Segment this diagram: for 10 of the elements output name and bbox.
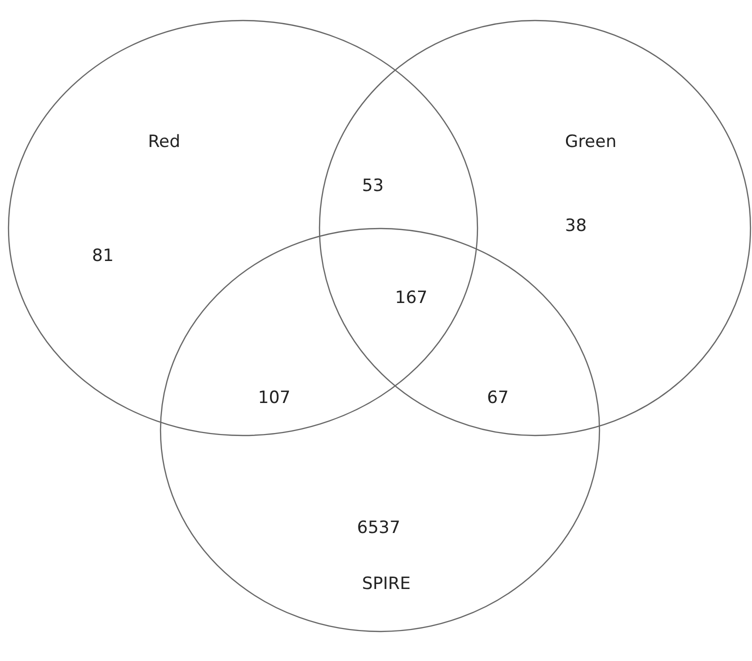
- count-label: 38: [565, 218, 587, 235]
- count-label: 81: [92, 248, 114, 265]
- count-label: 53: [362, 178, 384, 195]
- set-label: Red: [148, 134, 180, 151]
- count-label: 107: [258, 390, 290, 407]
- set-label: Green: [565, 134, 616, 151]
- count-label: 67: [487, 390, 509, 407]
- count-label: 6537: [357, 520, 400, 537]
- set-label: SPIRE: [362, 576, 411, 593]
- count-label: 167: [395, 290, 428, 307]
